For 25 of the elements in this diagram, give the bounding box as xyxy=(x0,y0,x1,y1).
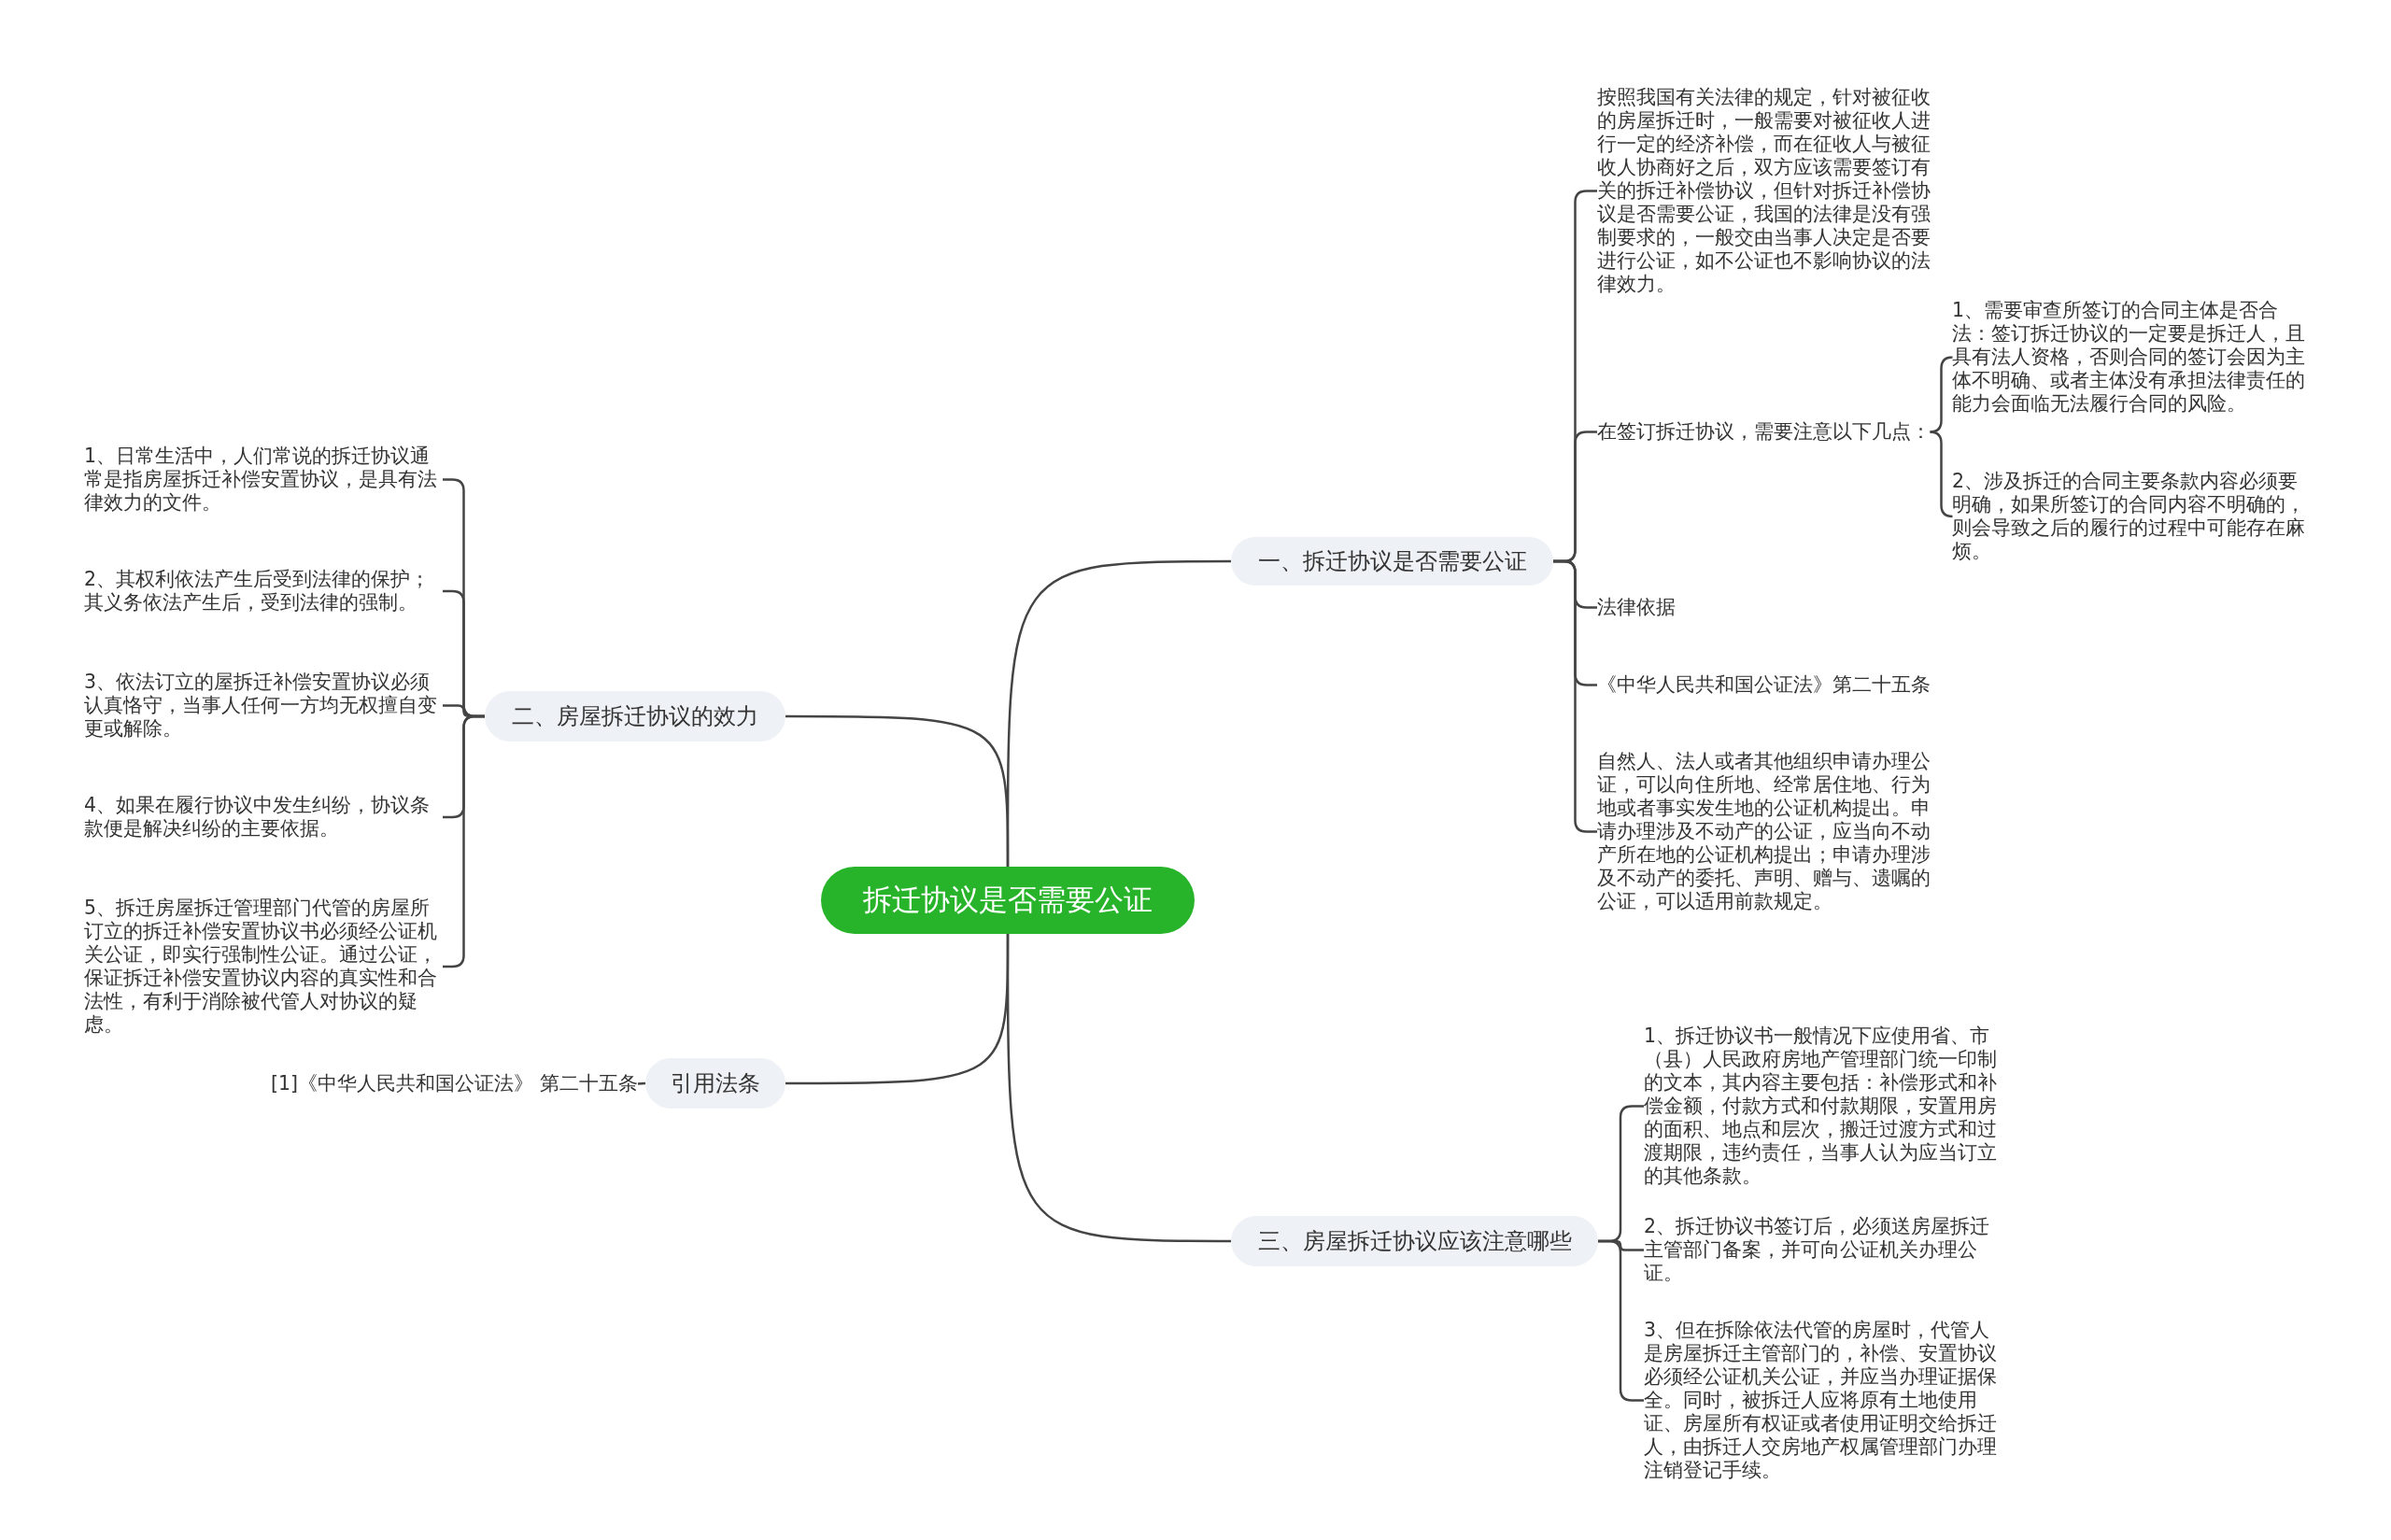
topic-text: 2、其权利依法产生后受到法律的保护；其义务依法产生后，受到法律的强制。 xyxy=(84,568,443,615)
topic-text: 3、依法订立的屋拆迁补偿安置协议必须认真恪守，当事人任何一方均无权擅自变更或解除。 xyxy=(84,671,443,741)
topic-text: 《中华人民共和国公证法》第二十五条 xyxy=(1597,673,1931,697)
topic-text: 1、需要审查所签订的合同主体是否合法：签订拆迁协议的一定要是拆迁人，且具有法人资格，否则合同的签订会因为主体不明确、或者主体没有承担法律责任的能力会面临无法履行合同的风险。 xyxy=(1952,299,2307,416)
topic-text: [1]《中华人民共和国公证法》 第二十五条 xyxy=(271,1072,638,1095)
topic-pill: 三、房屋拆迁协议应该注意哪些 xyxy=(1231,1216,1598,1266)
topic-text: 在签订拆迁协议，需要注意以下几点： xyxy=(1597,420,1931,444)
topic-text: 5、拆迁房屋拆迁管理部门代管的房屋所订立的拆迁补偿安置协议书必须经公证机关公证，即实行强制性公证。通过公证，保证拆迁补偿安置协议内容的真实性和合法性，有利于消除被代管人对协议的疑虑。 xyxy=(84,897,443,1037)
topic-pill: 二、房屋拆迁协议的效力 xyxy=(485,691,785,742)
topic-text: 2、拆迁协议书签订后，必须送房屋拆迁主管部门备案，并可向公证机关办理公证。 xyxy=(1644,1215,2002,1285)
topic-pill: 一、拆迁协议是否需要公证 xyxy=(1231,537,1553,586)
connector-line xyxy=(637,1081,646,1085)
connector-line xyxy=(1006,934,1231,1243)
topic-text: 4、如果在履行协议中发生纠纷，协议条款便是解决纠纷的主要依据。 xyxy=(84,794,443,841)
topic-text: 按照我国有关法律的规定，针对被征收的房屋拆迁时，一般需要对被征收人进行一定的经济补偿，而在征收人与被征收人协商好之后，双方应该需要签订有关的拆迁补偿协议，但针对拆迁补偿协议是否需要公证，我国的法律是没有强制要求的，一般交由当事人决定是否要进行公证，如不公证也不影响协议的法律效力。 xyxy=(1597,86,1945,296)
connector-line xyxy=(785,714,1010,867)
topic-text: 1、日常生活中，人们常说的拆迁协议通常是指房屋拆迁补偿安置协议，是具有法律效力的文件。 xyxy=(84,445,443,515)
topic-text: 2、涉及拆迁的合同主要条款内容必须要明确，如果所签订的合同内容不明确的，则会导致之后的履行的过程中可能存在麻烦。 xyxy=(1952,470,2307,563)
topic-text: 自然人、法人或者其他组织申请办理公证，可以向住所地、经常居住地、行为地或者事实发生地的公证机构提出。申请办理涉及不动产的公证，应当向不动产所在地的公证机构提出；申请办理涉及不动产的委托、声明、赠与、遗嘱的公证，可以适用前款规定。 xyxy=(1597,750,1945,913)
topic-text: 1、拆迁协议书一般情况下应使用省、市（县）人民政府房地产管理部门统一印制的文本，其内容主要包括：补偿形式和补偿金额，付款方式和付款期限，安置用房的面积、地点和层次，搬迁过渡方式和过渡期限，违约责任，当事人认为应当订立的其他条款。 xyxy=(1644,1024,2002,1188)
central-topic: 拆迁协议是否需要公证 xyxy=(821,867,1195,934)
connector-line xyxy=(1929,431,1954,518)
topic-text: 3、但在拆除依法代管的房屋时，代管人是房屋拆迁主管部门的，补偿、安置协议必须经公证机关公证，并应当办理证据保全。同时，被拆迁人应将原有土地使用证、房屋所有权证或者使用证明交给拆迁人，由拆迁人交房地产权属管理部门办理注销登记手续。 xyxy=(1644,1319,2002,1482)
topic-pill: 引用法条 xyxy=(645,1058,785,1109)
topic-text: 法律依据 xyxy=(1597,596,1676,619)
